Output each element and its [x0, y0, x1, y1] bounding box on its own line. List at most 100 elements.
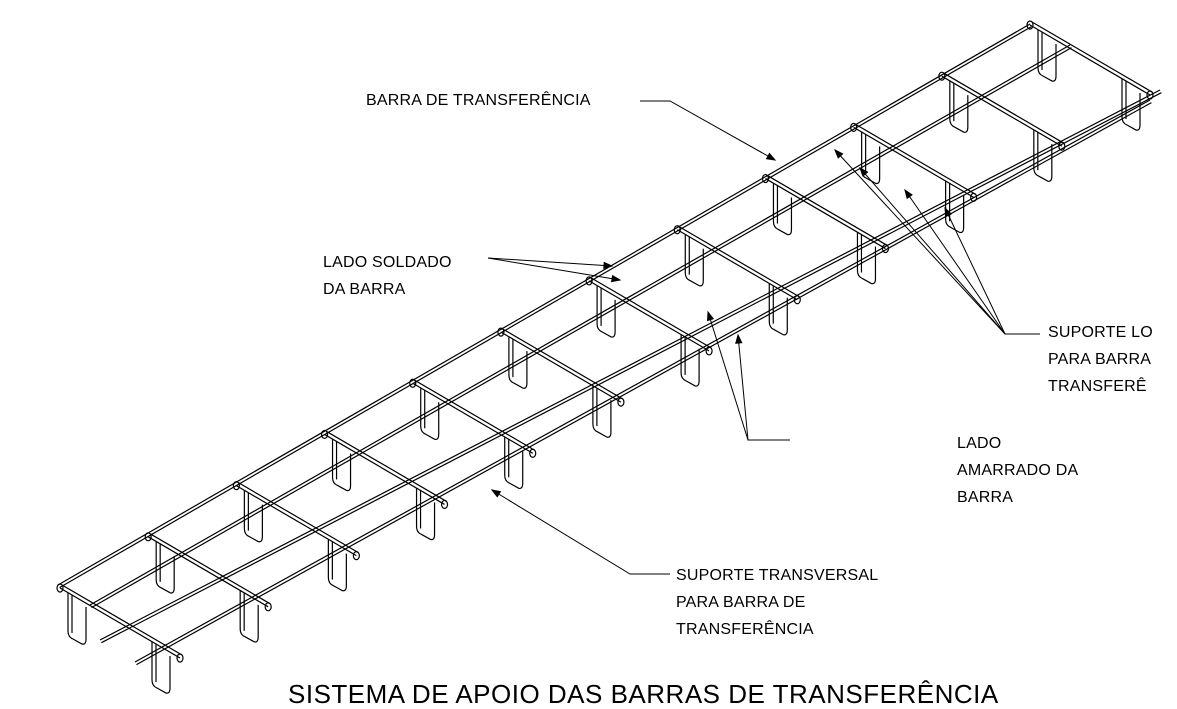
leader-line	[859, 167, 1006, 335]
arrowhead	[944, 206, 953, 218]
label-lado-amarrado-line2: AMARRADO DA	[957, 462, 1079, 479]
leader-line	[487, 257, 613, 267]
longitudinal-rail	[134, 99, 1151, 663]
longitudinal-rail	[136, 102, 1152, 666]
transfer-bar	[236, 485, 357, 557]
transfer-bar	[59, 587, 181, 659]
support-stirrup	[155, 541, 175, 594]
bar-end	[1146, 90, 1154, 100]
bar-end	[409, 378, 417, 388]
label-lado-amarrado-line1: LADO	[957, 435, 1002, 452]
support-stirrup	[1121, 79, 1141, 131]
transfer-bar	[767, 175, 888, 247]
transfer-bar	[588, 280, 710, 352]
bar-end	[617, 397, 625, 407]
label-suporte-long-line3: TRANSFERÊ	[1048, 378, 1147, 395]
transfer-bar	[324, 433, 445, 505]
support-stirrup	[331, 439, 352, 492]
bar-end	[793, 295, 801, 305]
label-lado-soldado-line2: DA BARRA	[323, 281, 406, 298]
transfer-bar	[590, 277, 712, 349]
arrowhead	[735, 333, 743, 344]
transfer-bar	[412, 382, 534, 454]
leader-line	[737, 334, 749, 441]
transfer-bar	[853, 126, 974, 198]
transfer-bar	[941, 75, 1063, 147]
arrowhead	[765, 152, 777, 161]
bar-end	[970, 192, 978, 202]
leader-line	[487, 257, 621, 281]
support-stirrup	[239, 590, 259, 643]
transfer-bar	[238, 482, 359, 554]
support-stirrup	[680, 334, 700, 387]
transfer-bar	[414, 379, 536, 451]
arrowhead	[603, 261, 614, 270]
arrowhead	[706, 310, 715, 322]
bar-end	[1058, 141, 1066, 151]
label-lado-soldado-line1: LADO SOLDADO	[323, 254, 452, 271]
support-stirrup	[508, 337, 528, 389]
support-stirrup	[949, 81, 969, 133]
support-stirrup	[327, 539, 347, 592]
bar-end	[529, 448, 537, 458]
support-stirrup	[243, 490, 263, 543]
dowel-basket-assembly	[56, 20, 1162, 694]
support-stirrup	[504, 437, 524, 490]
bar-end	[850, 122, 858, 132]
transfer-bar	[61, 584, 183, 656]
bar-end	[938, 71, 946, 81]
transfer-bar	[149, 533, 271, 605]
bar-end	[232, 481, 240, 491]
longitudinal-rail	[59, 26, 1032, 589]
transfer-bar	[678, 226, 800, 298]
support-stirrup	[768, 283, 788, 336]
transfer-bar	[502, 328, 624, 400]
transfer-bar	[855, 123, 976, 195]
bar-end	[705, 346, 713, 356]
arrowhead	[611, 274, 622, 283]
leader-line	[904, 189, 1006, 335]
label-suporte-transversal-line2: PARA BARRA DE	[676, 594, 806, 611]
transfer-bar	[1029, 24, 1151, 96]
bar-end	[264, 602, 272, 612]
support-stirrup	[1037, 30, 1057, 82]
support-stirrup	[420, 388, 440, 441]
transfer-bar	[326, 430, 447, 502]
bar-end	[440, 499, 449, 510]
support-stirrup	[772, 183, 793, 236]
label-barra-transferencia: BARRA DE TRANSFERÊNCIA	[366, 92, 591, 109]
leader-lines	[487, 100, 1040, 575]
support-stirrup	[415, 488, 436, 541]
label-suporte-transversal-line1: SUPORTE TRANSVERSAL	[676, 567, 879, 584]
support-stirrup	[596, 285, 616, 338]
label-suporte-long-line1: SUPORTE LO	[1048, 324, 1153, 341]
support-stirrup	[861, 132, 881, 185]
longitudinal-rail	[91, 47, 1072, 609]
transfer-bar	[765, 178, 886, 250]
bar-end	[144, 532, 152, 542]
leader-line	[944, 207, 1006, 335]
transfer-bar	[500, 331, 622, 403]
support-stirrup	[151, 642, 171, 694]
transfer-bar	[147, 536, 269, 608]
longitudinal-rail	[89, 44, 1071, 606]
support-stirrup	[684, 234, 704, 287]
arrowhead	[859, 166, 869, 177]
support-stirrup	[592, 386, 612, 438]
bar-end	[56, 583, 64, 593]
longitudinal-rail	[99, 89, 1161, 641]
arrowhead	[490, 489, 502, 498]
longitudinal-rail	[101, 92, 1162, 644]
bar-end	[352, 551, 360, 561]
label-suporte-long-line2: PARA BARRA	[1048, 351, 1152, 368]
bar-end	[497, 327, 505, 337]
support-stirrup	[856, 232, 877, 285]
leader-line	[640, 100, 776, 161]
label-suporte-transversal-line3: TRANSFERÊNCIA	[676, 621, 814, 638]
leader-line	[491, 489, 670, 575]
support-stirrup	[67, 593, 87, 645]
bar-end	[176, 653, 184, 663]
support-stirrup	[945, 181, 965, 234]
transfer-bar	[676, 229, 798, 301]
